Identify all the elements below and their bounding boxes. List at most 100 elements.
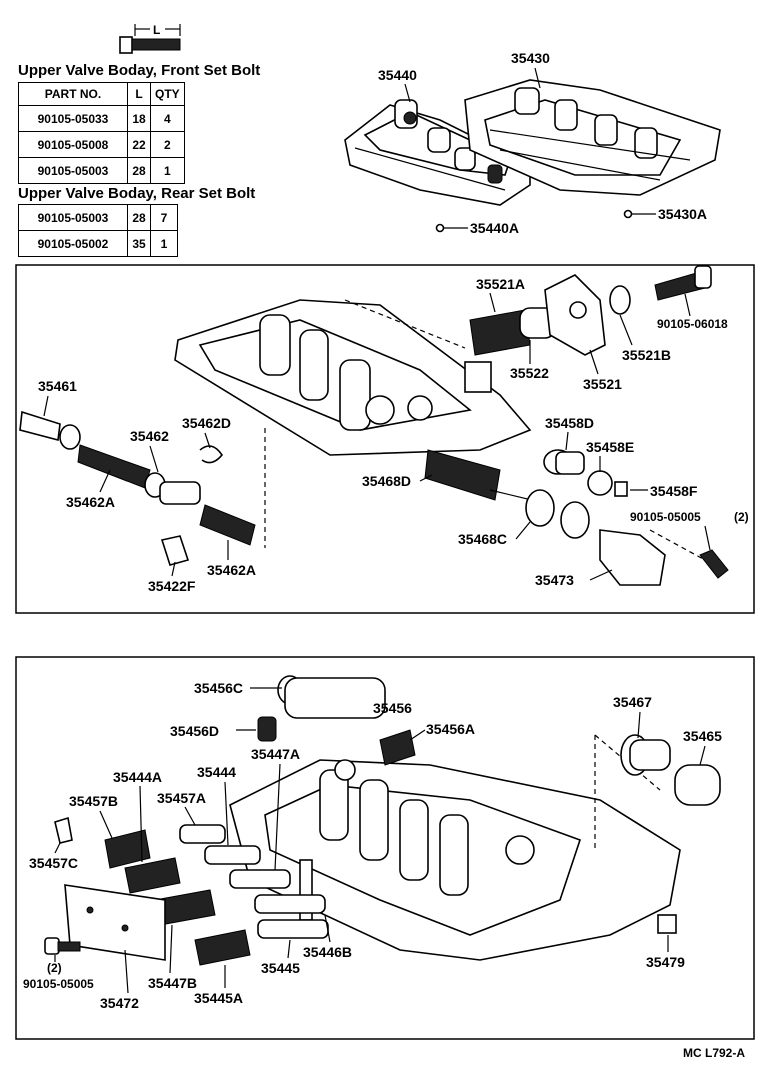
spring-35456A — [379, 729, 416, 766]
valve-body-main-middle — [174, 299, 532, 456]
check-ball-icon — [623, 209, 633, 219]
label-35468C: 35468C — [458, 531, 507, 547]
plug-35465 — [674, 764, 721, 806]
label-90105-06018: 90105-06018 — [657, 317, 728, 331]
shaft-35468C — [489, 489, 590, 539]
valve-body-main-lower — [229, 759, 681, 961]
label-35444A: 35444A — [113, 769, 162, 785]
bolt-length-icon: L — [119, 23, 181, 54]
bolt-90105-05005-lower — [44, 937, 81, 955]
front-bolt-table: PART NO. L QTY 90105-05033 18 4 90105-05… — [18, 82, 185, 184]
part-no-cell: 90105-05003 — [18, 204, 128, 231]
label-35465: 35465 — [683, 728, 722, 744]
label-35473: 35473 — [535, 572, 574, 588]
label-35461: 35461 — [38, 378, 77, 394]
label-35467: 35467 — [613, 694, 652, 710]
label-35521: 35521 — [583, 376, 622, 392]
part-no-cell: 90105-05008 — [18, 131, 128, 158]
sleeve-35458D — [543, 449, 585, 475]
label-35430: 35430 — [511, 50, 550, 66]
label-35440: 35440 — [378, 67, 417, 83]
label-90105-05005-lower: 90105-05005 — [23, 977, 94, 991]
label-35462A-2: 35462A — [207, 562, 256, 578]
qty-cell: 1 — [150, 230, 178, 257]
lower-assembly-frame — [15, 656, 755, 1040]
plunger-35447A — [229, 869, 291, 889]
label-35445A: 35445A — [194, 990, 243, 1006]
qty-two-b: (2) — [47, 961, 62, 975]
label-35456A: 35456A — [426, 721, 475, 737]
spring-35445A — [194, 929, 251, 966]
label-35462: 35462 — [130, 428, 169, 444]
spring-35468D — [424, 449, 501, 501]
label-35458D: 35458D — [545, 415, 594, 431]
plunger-35462 — [144, 472, 201, 505]
sleeve-35467 — [620, 734, 671, 776]
label-35521B: 35521B — [622, 347, 671, 363]
retainer-35458F — [614, 481, 628, 497]
part-no-cell: 90105-05033 — [18, 105, 128, 132]
length-cell: 18 — [127, 105, 151, 132]
rear-bolt-title: Upper Valve Boday, Rear Set Bolt — [18, 185, 256, 202]
label-35479: 35479 — [646, 954, 685, 970]
label-35422F: 35422F — [148, 578, 196, 594]
label-35446B: 35446B — [303, 944, 352, 960]
table-row: 90105-05003 28 7 — [18, 204, 178, 231]
label-35440A: 35440A — [470, 220, 519, 236]
label-35458F: 35458F — [650, 483, 698, 499]
spring-35457B — [104, 829, 151, 869]
label-35462D: 35462D — [182, 415, 231, 431]
header-qty: QTY — [150, 82, 185, 106]
clip-35462D — [199, 445, 223, 464]
plunger-35446B — [254, 894, 326, 914]
label-35521A: 35521A — [476, 276, 525, 292]
spring-35462A-2 — [199, 504, 256, 546]
part-no-cell: 90105-05002 — [18, 230, 128, 257]
middle-assembly-frame — [15, 264, 755, 614]
check-ball-icon — [435, 223, 445, 233]
label-35468D: 35468D — [362, 473, 411, 489]
plate-35521 — [544, 274, 606, 356]
clip-35422F — [160, 535, 190, 566]
label-35430A: 35430A — [658, 206, 707, 222]
header-part-no: PART NO. — [18, 82, 128, 106]
label-35456C: 35456C — [194, 680, 243, 696]
bolt-90105-06018 — [654, 265, 712, 301]
qty-cell: 1 — [150, 157, 185, 184]
table-header-row: PART NO. L QTY — [18, 82, 185, 106]
label-35447A: 35447A — [251, 746, 300, 762]
length-cell: 22 — [127, 131, 151, 158]
table-row: 90105-05008 22 2 — [18, 131, 185, 158]
label-35457C: 35457C — [29, 855, 78, 871]
valve-35456 — [277, 675, 386, 719]
front-bolt-title: Upper Valve Boday, Front Set Bolt — [18, 62, 261, 79]
rear-bolt-table: 90105-05003 28 7 90105-05002 35 1 — [18, 204, 178, 257]
cover-35473 — [599, 529, 666, 586]
plunger-35445 — [257, 919, 329, 939]
label-35462A-1: 35462A — [66, 494, 115, 510]
length-cell: 35 — [127, 230, 151, 257]
qty-two-a: (2) — [734, 510, 749, 524]
spring-35444A — [124, 857, 181, 894]
label-35445: 35445 — [261, 960, 300, 976]
table-row: 90105-05003 28 1 — [18, 157, 185, 184]
valve-body-35440 — [344, 99, 531, 206]
label-35447B: 35447B — [148, 975, 197, 991]
shaft-35461 — [19, 410, 81, 450]
plug-35458E — [587, 470, 613, 496]
plunger-35444 — [204, 845, 261, 865]
label-35457B: 35457B — [69, 793, 118, 809]
diagram-code: MC L792-A — [683, 1046, 745, 1060]
table-row: 90105-05033 18 4 — [18, 105, 185, 132]
table-row: 90105-05002 35 1 — [18, 230, 178, 257]
label-35522: 35522 — [510, 365, 549, 381]
label-35444: 35444 — [197, 764, 236, 780]
clip-35457C — [54, 816, 73, 844]
plug-35456D — [257, 716, 277, 742]
label-35458E: 35458E — [586, 439, 634, 455]
retainer-35479 — [657, 914, 677, 934]
label-35457A: 35457A — [157, 790, 206, 806]
valve-body-35430 — [464, 79, 721, 196]
qty-cell: 4 — [150, 105, 185, 132]
